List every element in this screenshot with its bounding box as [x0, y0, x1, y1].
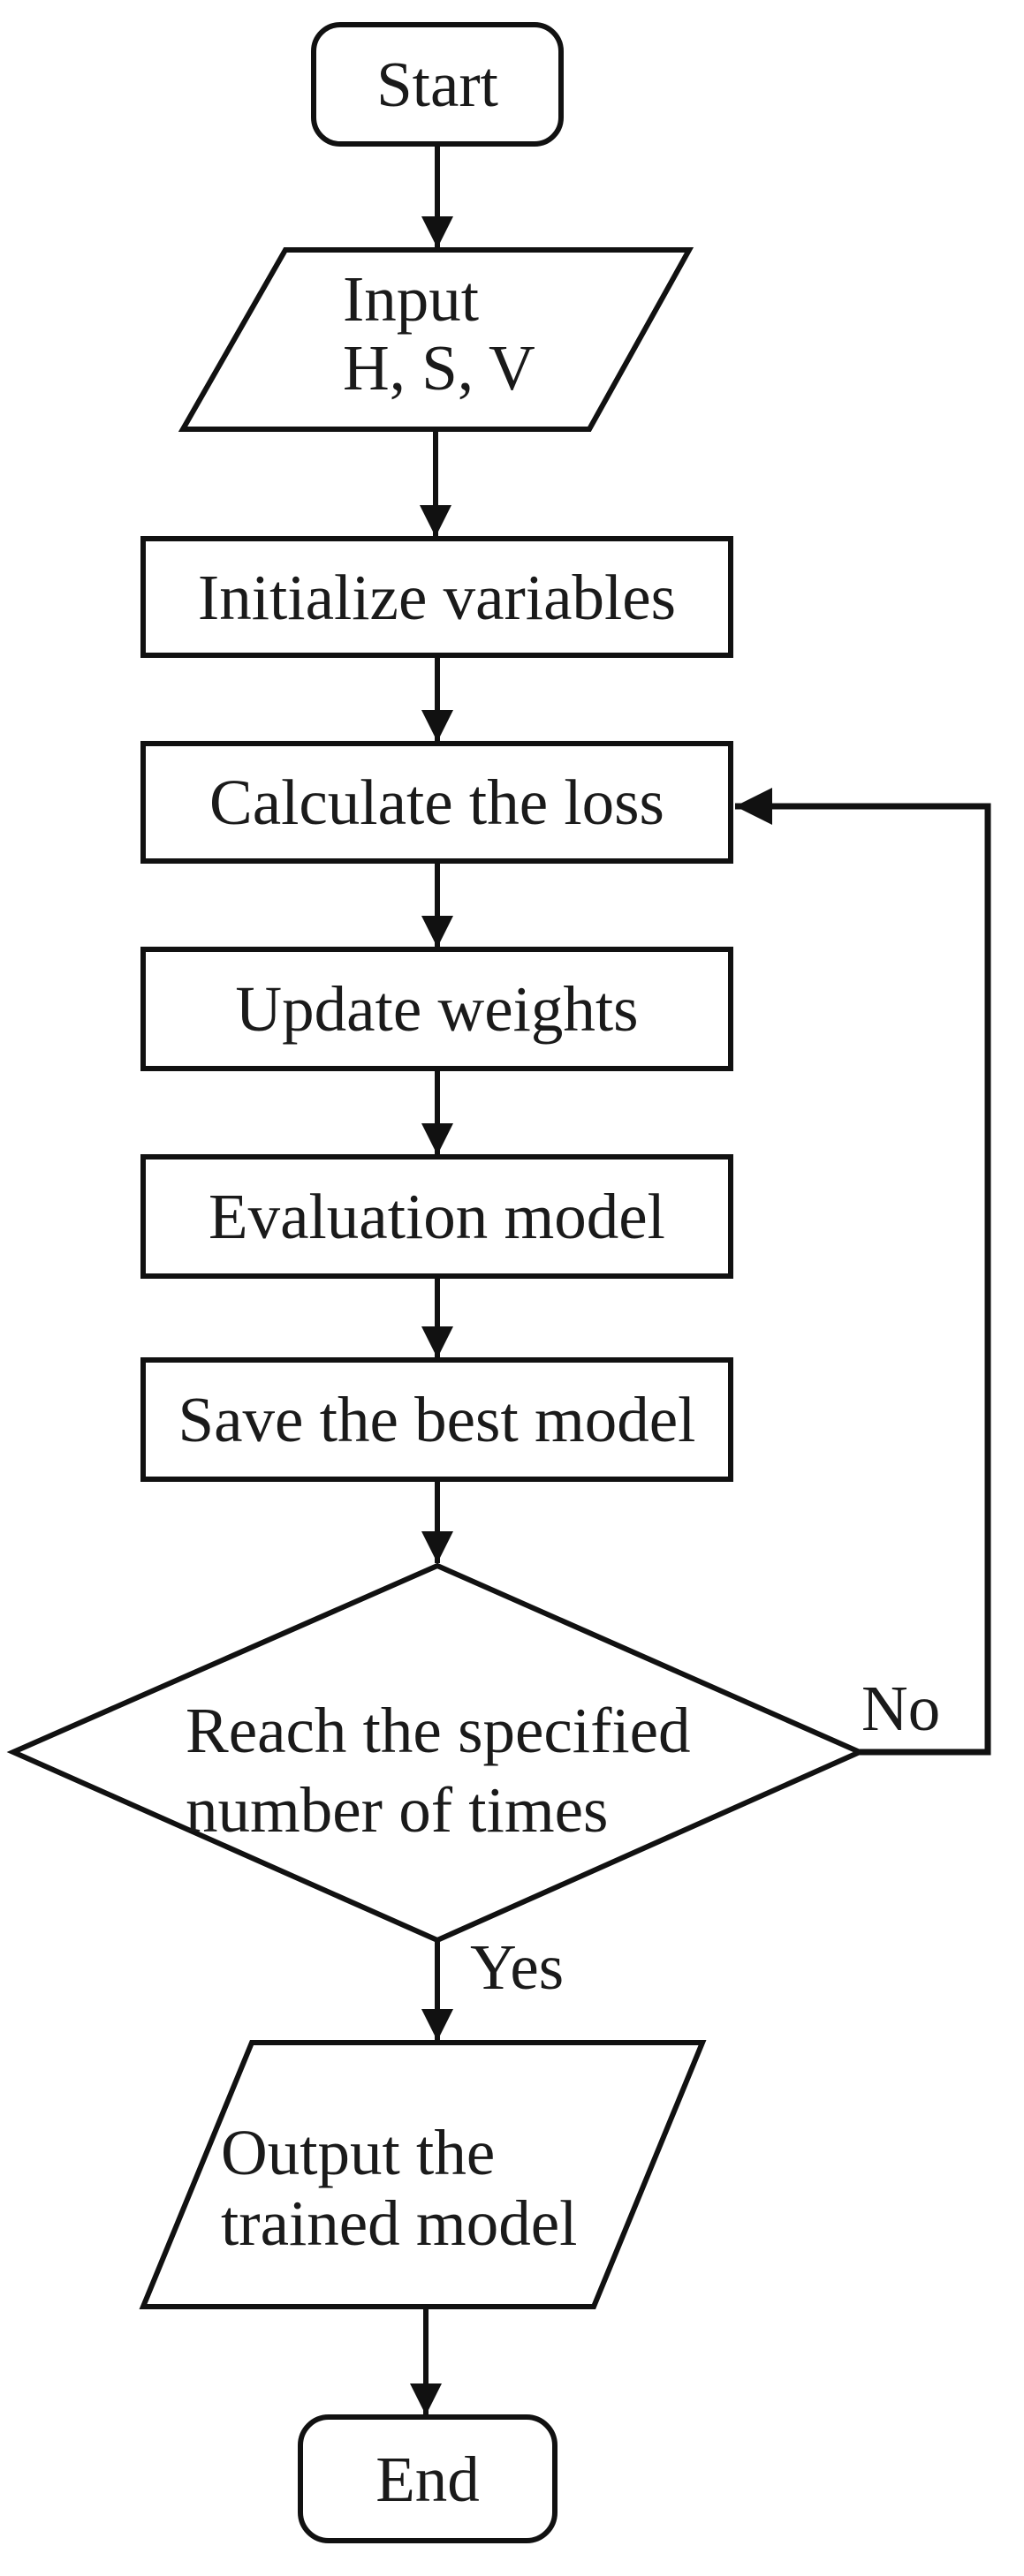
input-node-label-line2: H, S, V: [343, 332, 535, 404]
edge-label-yes: Yes: [470, 1931, 565, 2003]
input-node-shape: [178, 247, 694, 432]
save-best-model-node-label: Save the best model: [178, 1384, 696, 1455]
edge-decision-no-loop: [735, 788, 991, 1756]
output-node-label: Output the trained model: [221, 2118, 577, 2259]
edge-label-no: No: [861, 1673, 941, 1744]
decision-node-label-line2: number of times: [186, 1774, 609, 1846]
output-node-label-line2: trained model: [221, 2187, 578, 2259]
start-node-label: Start: [376, 49, 498, 120]
calculate-loss-node-shape: [140, 741, 733, 864]
output-node-label-line1: Output the: [221, 2117, 496, 2188]
update-weights-node-label: Update weights: [235, 973, 639, 1045]
save-best-model-node-shape: [140, 1357, 733, 1482]
input-node-label-line1: Input: [343, 263, 480, 335]
decision-node-label: Reach the specified number of times: [186, 1691, 691, 1850]
initialize-node-label: Initialize variables: [197, 561, 677, 633]
evaluation-model-node-label: Evaluation model: [209, 1181, 665, 1252]
calculate-loss-node-label: Calculate the loss: [209, 767, 664, 838]
decision-node-label-line1: Reach the specified: [186, 1695, 691, 1766]
input-node-label: Input H, S, V: [343, 265, 535, 403]
end-node-shape: [298, 2414, 558, 2543]
output-node-shape: [139, 2040, 707, 2309]
end-node-label: End: [375, 2443, 480, 2515]
update-weights-node-shape: [140, 947, 733, 1071]
